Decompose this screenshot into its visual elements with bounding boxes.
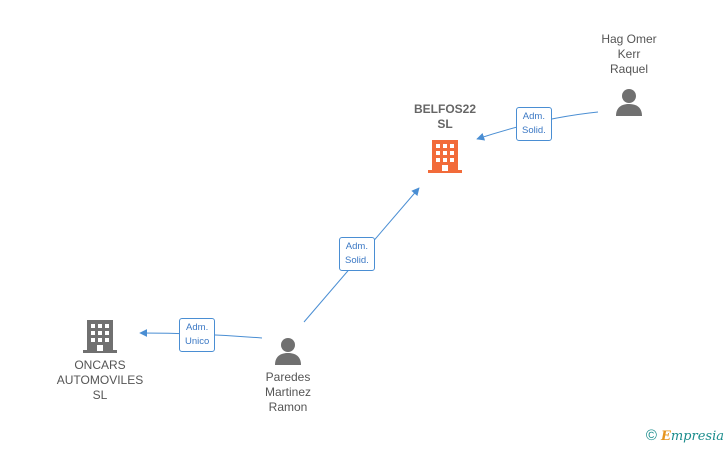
node-label: Paredes Martinez Ramon	[264, 370, 311, 414]
node-belfos22-sl[interactable]: BELFOS22 SL	[395, 102, 495, 174]
edge-label-hag-belfos[interactable]: Adm. Solid.	[516, 107, 552, 141]
building-icon	[428, 140, 462, 173]
empresia-watermark: ©Empresia	[646, 427, 724, 444]
edge-label-paredes-belfos[interactable]: Adm. Solid.	[339, 237, 375, 271]
brand-logo-text: mpresia	[670, 429, 724, 444]
person-icon	[616, 89, 642, 116]
node-paredes-martinez-ramon[interactable]: Paredes Martinez Ramon	[243, 336, 333, 415]
building-icon	[83, 320, 117, 353]
node-hag-omer-kerr-raquel[interactable]: Hag Omer Kerr Raquel	[584, 32, 674, 117]
node-label: BELFOS22 SL	[413, 102, 476, 131]
node-label: ONCARS AUTOMOVILES SL	[56, 358, 144, 402]
person-icon	[275, 338, 301, 365]
node-label: Hag Omer Kerr Raquel	[601, 32, 657, 76]
edge-label-paredes-oncars[interactable]: Adm. Unico	[179, 318, 216, 352]
brand-logo-e: E	[660, 429, 671, 444]
copyright-icon: ©	[645, 427, 657, 444]
node-oncars-automoviles-sl[interactable]: ONCARS AUTOMOVILES SL	[45, 318, 155, 403]
